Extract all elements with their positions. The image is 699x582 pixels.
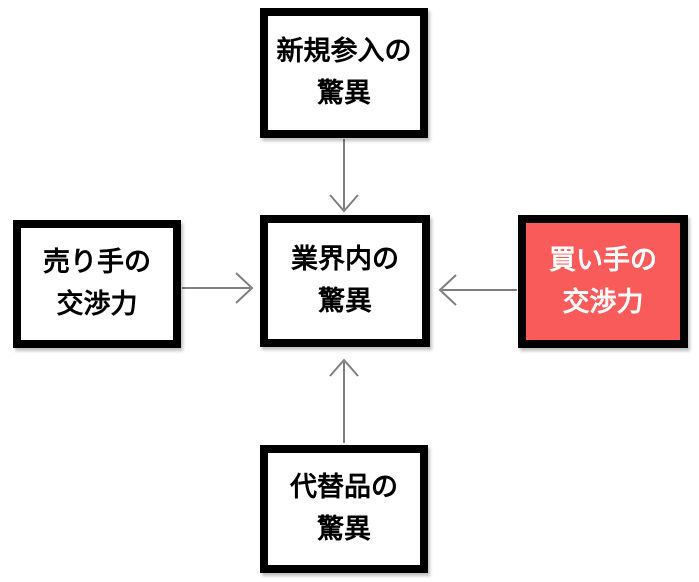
- box-industry: 業界内の 驚異: [260, 215, 430, 347]
- box-label-line: 業界内の: [291, 244, 399, 276]
- box-substitutes: 代替品の 驚異: [260, 445, 428, 573]
- box-label-line: 驚異: [318, 286, 372, 317]
- box-suppliers: 売り手の 交渉力: [13, 220, 181, 348]
- box-label-line: 交渉力: [56, 289, 138, 320]
- box-label-line: 新規参入の: [276, 36, 412, 68]
- arrow-right-icon: [182, 272, 254, 304]
- box-label-line: 代替品の: [290, 472, 398, 504]
- arrow-down-icon: [329, 139, 359, 213]
- box-label-line: 売り手の: [43, 247, 151, 279]
- box-label-line: 驚異: [317, 78, 371, 109]
- box-new-entrants: 新規参入の 驚異: [260, 8, 428, 138]
- arrow-left-icon: [438, 274, 517, 306]
- box-label-line: 驚異: [317, 514, 371, 545]
- box-label-line: 買い手の: [549, 244, 657, 276]
- box-buyers: 買い手の 交渉力: [518, 215, 688, 348]
- box-label-line: 交渉力: [562, 286, 644, 318]
- arrow-up-icon: [329, 358, 359, 443]
